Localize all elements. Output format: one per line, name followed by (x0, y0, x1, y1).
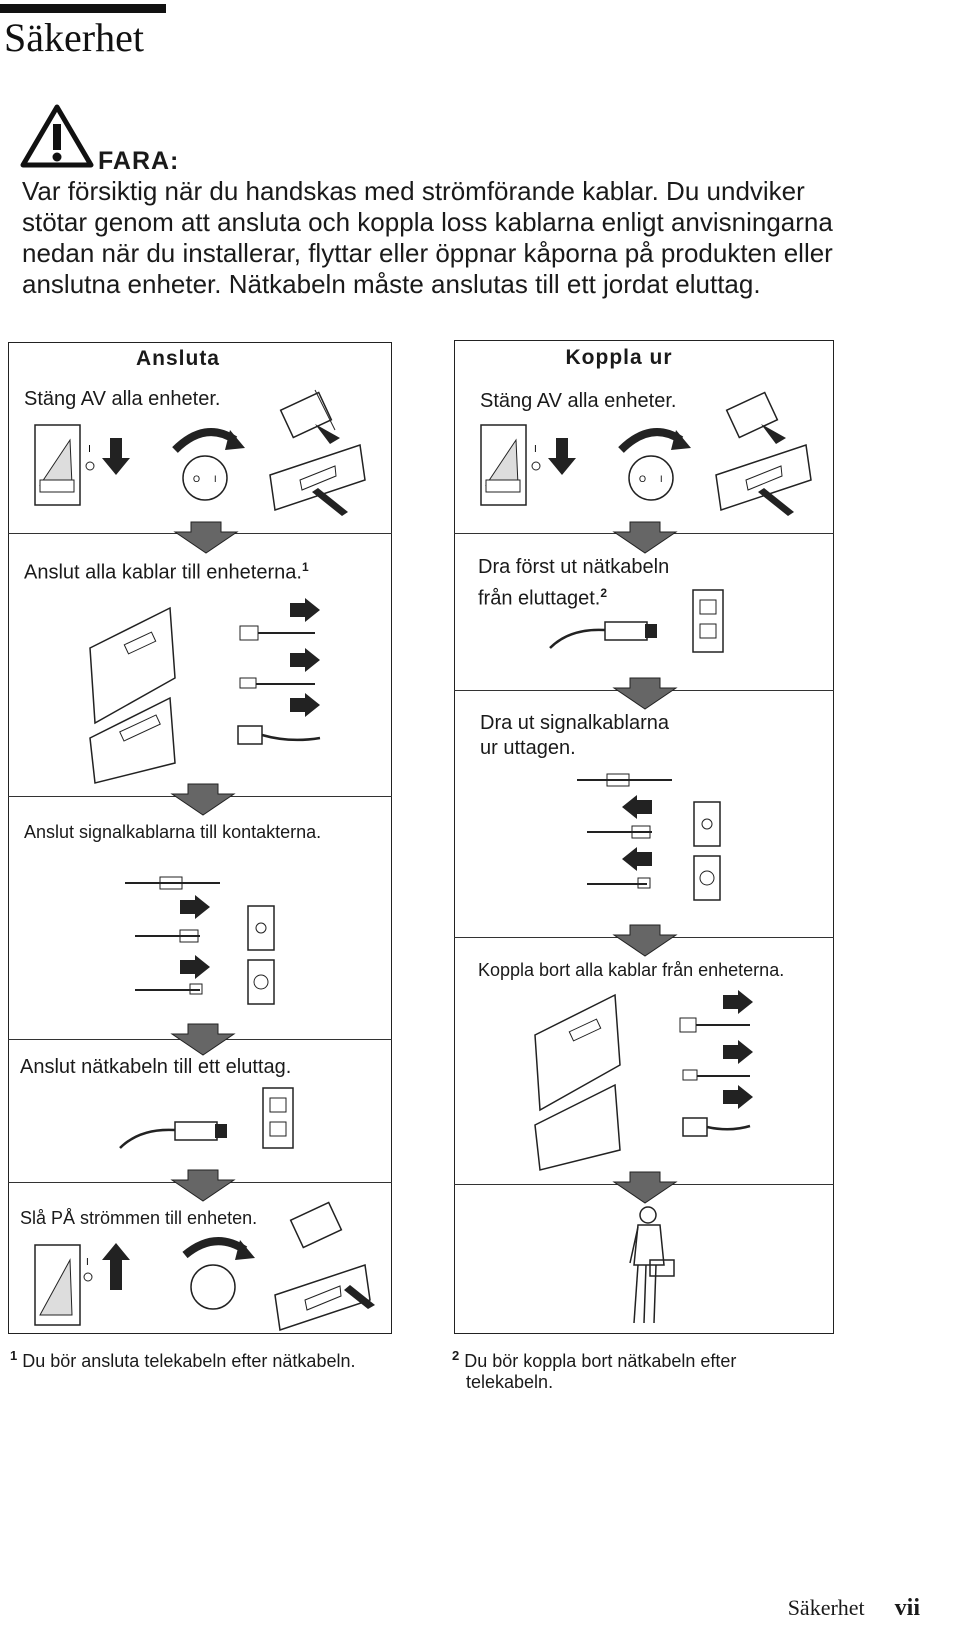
footer-section: Säkerhet (787, 1595, 865, 1620)
arrow-down-icon (170, 783, 236, 816)
unplug-illustration (549, 589, 724, 653)
disconnect-panel (454, 340, 834, 1334)
disconnect-step-2a: Dra först ut nätkabeln (478, 556, 670, 578)
disconnect-step-3a: Dra ut signalkablarna (480, 712, 669, 734)
disconnect-step-3b: ur uttagen. (480, 737, 576, 759)
signal-unplug-illustration (577, 773, 721, 901)
warning-triangle-icon (20, 104, 94, 168)
disconnect-step-2b-text: från eluttaget. (478, 587, 601, 610)
header-rule (0, 4, 166, 13)
devices-disconnect-illustration (534, 990, 753, 1171)
arrow-down-icon (170, 1169, 236, 1202)
footnote-1-num: 1 (10, 1348, 18, 1363)
disconnect-title: Koppla ur (565, 346, 673, 369)
signal-cables-illustration (125, 876, 275, 1005)
switch-off-illustration: I O I (480, 391, 812, 516)
person-icon (629, 1206, 675, 1324)
plug-outlet-illustration (119, 1087, 294, 1149)
connect-title: Ansluta (135, 347, 220, 370)
arrow-down-icon (173, 521, 239, 554)
svg-text:O: O (639, 474, 646, 484)
footnote-1: 1 Du bör ansluta telekabeln efter nätkab… (10, 1348, 355, 1372)
svg-text:O: O (193, 474, 200, 484)
switch-on-illustration: I (34, 1201, 375, 1331)
connect-step-2-ref: 1 (301, 560, 309, 574)
arrow-down-icon (612, 677, 678, 710)
svg-text:I: I (88, 444, 91, 455)
devices-cables-illustration (89, 598, 321, 784)
disconnect-step-2-ref: 2 (600, 586, 607, 600)
connect-panel (8, 342, 392, 1334)
connect-step-1: Stäng AV alla enheter. (24, 388, 221, 410)
svg-text:I: I (660, 474, 663, 484)
arrow-down-icon (612, 1171, 678, 1204)
disconnect-step-1: Stäng AV alla enheter. (480, 390, 677, 412)
connect-step-4: Anslut nätkabeln till ett eluttag. (20, 1056, 292, 1078)
connect-step-2: Anslut alla kablar till enheterna.1 (24, 560, 309, 585)
page-number: vii (894, 1595, 920, 1621)
disconnect-step-2b: från eluttaget.2 (478, 586, 607, 611)
page-title: Säkerhet (4, 15, 144, 60)
footnote-2: 2 Du bör koppla bort nätkabeln efter (452, 1348, 736, 1372)
footnote-2-text: Du bör koppla bort nätkabeln efter (464, 1351, 737, 1371)
connect-step-5: Slå PÅ strömmen till enheten. (20, 1208, 258, 1228)
switch-off-illustration: I O I (34, 389, 366, 516)
arrow-down-icon (170, 1023, 236, 1056)
footnote-2-num: 2 (452, 1348, 460, 1363)
svg-text:I: I (86, 1257, 89, 1268)
page-footer: Säkerhet vii (788, 1595, 920, 1622)
danger-text: Var försiktig när du handskas med strömf… (22, 176, 833, 299)
svg-text:I: I (534, 444, 537, 455)
connect-step-3: Anslut signalkablarna till kontakterna. (24, 822, 322, 842)
danger-label: FARA: (98, 147, 180, 175)
arrow-down-icon (612, 924, 678, 957)
footnote-2-cont: telekabeln. (466, 1372, 554, 1392)
svg-text:I: I (214, 474, 217, 484)
disconnect-step-4: Koppla bort alla kablar från enheterna. (478, 960, 785, 980)
footnote-1-text: Du bör ansluta telekabeln efter nätkabel… (22, 1351, 356, 1371)
connect-step-2-text: Anslut alla kablar till enheterna. (24, 561, 302, 584)
arrow-down-icon (612, 521, 678, 554)
